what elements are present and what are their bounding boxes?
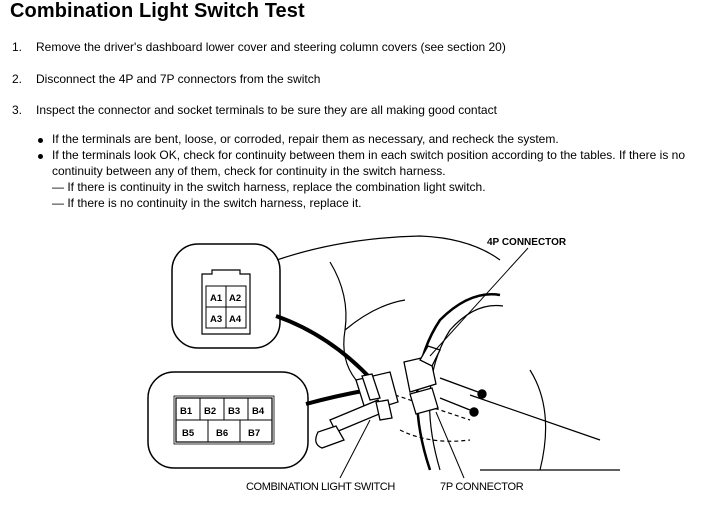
terminal-b6: B6: [216, 428, 228, 439]
terminal-a3: A3: [210, 314, 222, 325]
connector-7p-callout: B1 B2 B3 B4 B5 B6 B7: [147, 371, 309, 469]
label-combination-light-switch: COMBINATION LIGHT SWITCH: [246, 481, 395, 493]
connector-7p-lead: [305, 388, 369, 406]
mounting-screws: [439, 377, 487, 417]
step-text: Disconnect the 4P and 7P connectors from…: [36, 72, 321, 86]
bullet-dot-icon: [38, 154, 43, 159]
dash-item: — If there is no continuity in the switc…: [52, 196, 362, 210]
bullet-item: If the terminals look OK, check for cont…: [38, 148, 702, 179]
bullet-dot-icon: [38, 138, 43, 143]
bullet-item: If the terminals are bent, loose, or cor…: [38, 132, 702, 148]
terminal-a4: A4: [229, 314, 242, 325]
connector-4p-lead: [275, 314, 374, 382]
step-text: Remove the driver's dashboard lower cove…: [36, 40, 506, 54]
terminal-b2: B2: [204, 406, 216, 417]
dashboard-outline: [254, 235, 620, 471]
step-number: 3.: [12, 103, 23, 117]
terminal-a2: A2: [229, 293, 241, 304]
step-2: 2. Disconnect the 4P and 7P connectors fr…: [12, 72, 320, 86]
bullet-text: If the terminals look OK, check for cont…: [52, 148, 685, 178]
terminal-b5: B5: [182, 428, 195, 439]
label-4p-connector: 4P CONNECTOR: [487, 237, 567, 248]
bullet-text: If the terminals are bent, loose, or cor…: [52, 132, 559, 146]
connector-4p-callout: A1 A2 A3 A4: [171, 243, 281, 349]
step-1: 1. Remove the driver's dashboard lower co…: [12, 40, 506, 54]
step-number: 1.: [12, 40, 23, 54]
terminal-b7: B7: [248, 428, 260, 439]
terminal-b4: B4: [252, 406, 265, 417]
label-7p-connector: 7P CONNECTOR: [440, 481, 524, 493]
terminal-b3: B3: [228, 406, 240, 417]
terminal-a1: A1: [210, 293, 223, 304]
step-text: Inspect the connector and socket termina…: [36, 103, 497, 117]
leader-lines: [339, 247, 529, 479]
step-3: 3. Inspect the connector and socket termi…: [12, 103, 497, 117]
combination-switch-body: [315, 345, 441, 449]
terminal-b1: B1: [180, 406, 193, 417]
dash-item: — If there is continuity in the switch h…: [52, 180, 486, 194]
page-title: Combination Light Switch Test: [10, 0, 305, 22]
step-number: 2.: [12, 72, 23, 86]
